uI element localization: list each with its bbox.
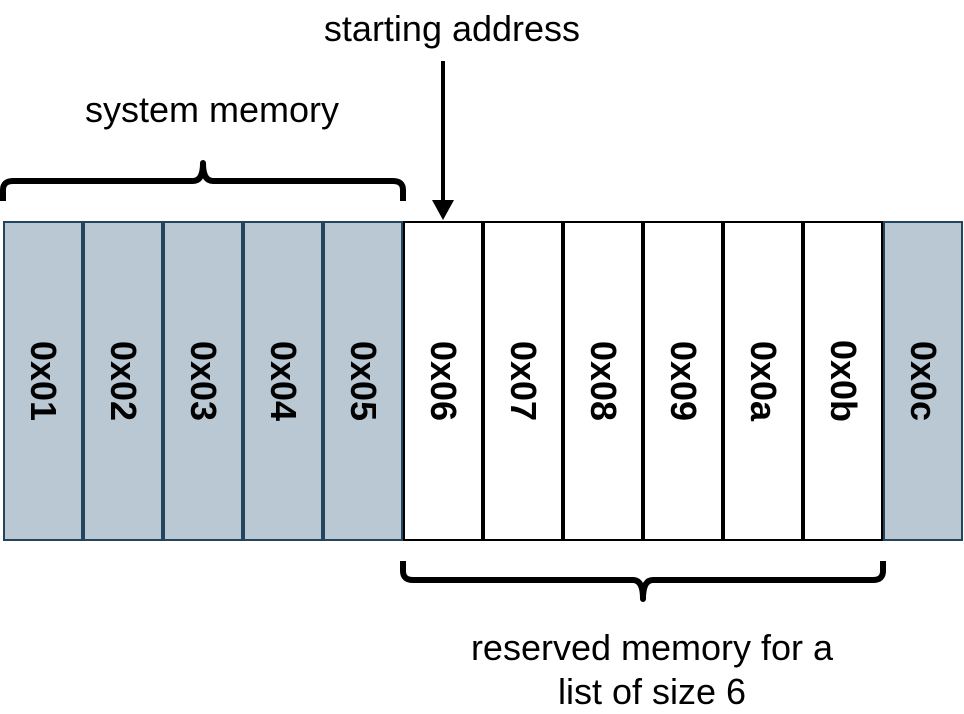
reserved-memory-label-line2: list of size 6 xyxy=(557,671,747,712)
reserved-memory-label: reserved memory for a list of size 6 xyxy=(432,626,872,714)
system-memory-brace xyxy=(0,160,406,201)
memory-cell-0x0c: 0x0c xyxy=(883,221,963,541)
memory-cell-0x06: 0x06 xyxy=(403,221,483,541)
memory-cell-0x05: 0x05 xyxy=(323,221,403,541)
starting-address-arrow xyxy=(432,61,454,220)
memory-cell-0x07: 0x07 xyxy=(483,221,563,541)
reserved-memory-label-line1: reserved memory for a xyxy=(470,627,834,668)
memory-cell-0x01: 0x01 xyxy=(3,221,83,541)
memory-cell-0x0a: 0x0a xyxy=(723,221,803,541)
memory-cell-0x03: 0x03 xyxy=(163,221,243,541)
system-memory-label: system memory xyxy=(84,89,340,130)
reserved-memory-brace xyxy=(400,561,886,602)
starting-address-label: starting address xyxy=(323,8,581,49)
memory-cell-0x0b: 0x0b xyxy=(803,221,883,541)
memory-cell-0x09: 0x09 xyxy=(643,221,723,541)
memory-cell-0x08: 0x08 xyxy=(563,221,643,541)
memory-cell-0x02: 0x02 xyxy=(83,221,163,541)
memory-cell-0x04: 0x04 xyxy=(243,221,323,541)
